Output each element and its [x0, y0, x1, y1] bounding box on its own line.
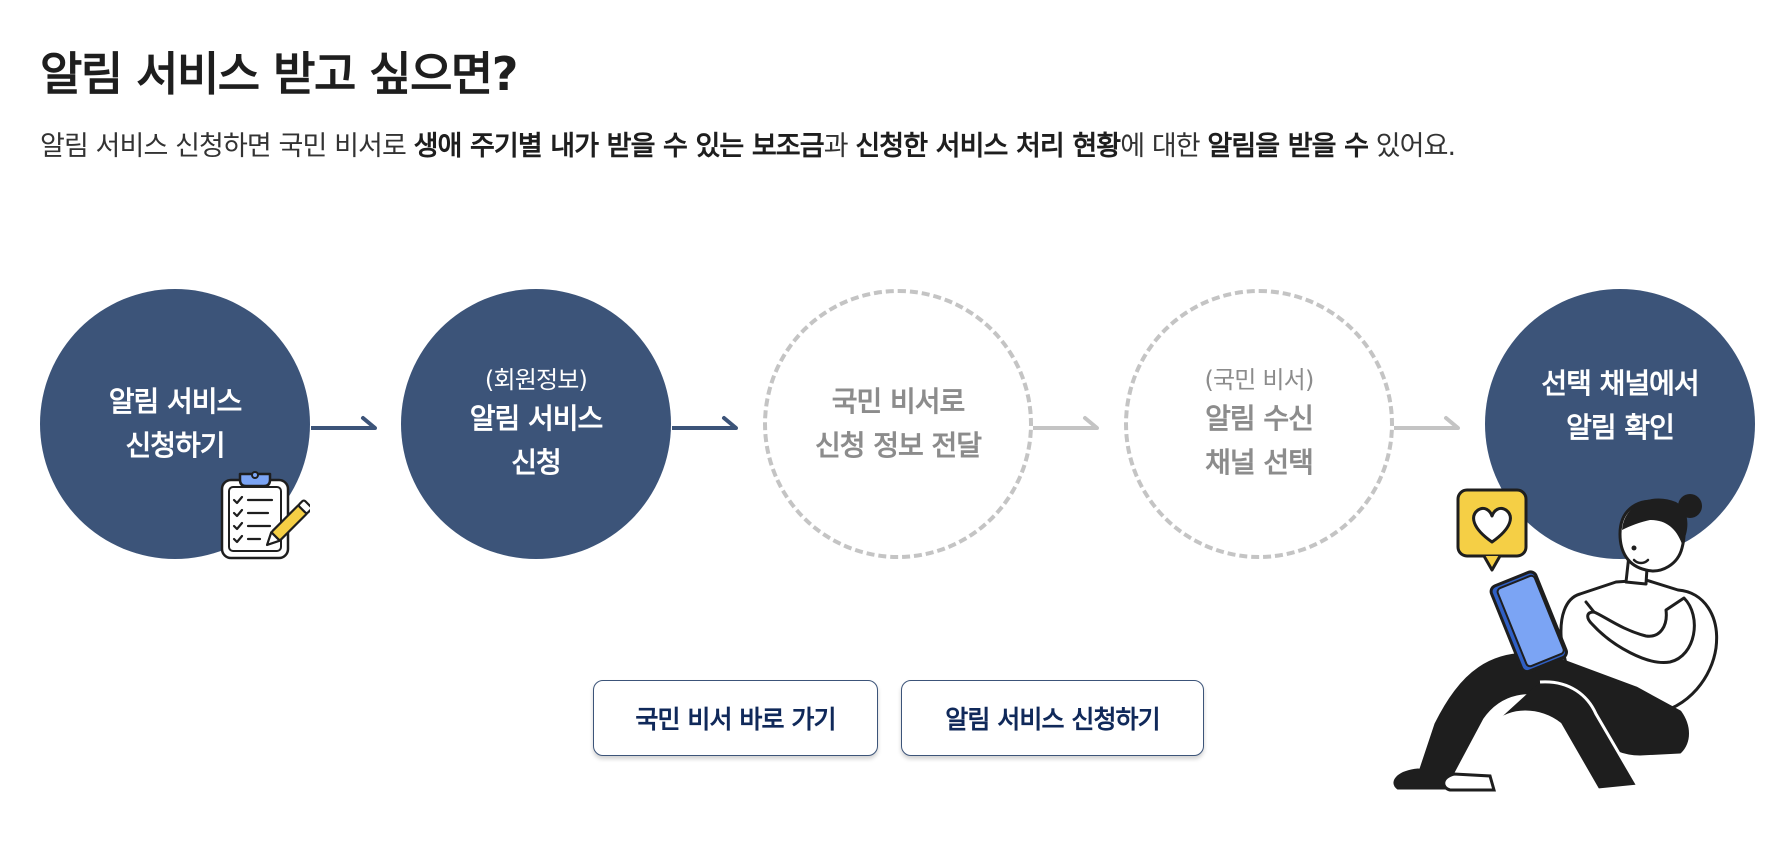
step-2-sublabel: (회원정보): [484, 366, 588, 394]
go-to-national-secretary-button[interactable]: 국민 비서 바로 가기: [593, 680, 878, 756]
step-5-check-alert: 선택 채널에서 알림 확인: [1485, 289, 1755, 559]
step-1-apply-alert: 알림 서비스 신청하기: [40, 289, 310, 559]
intro-text-part: 과: [823, 131, 856, 162]
step-4-sublabel: (국민 비서): [1204, 366, 1314, 394]
step-4-label: 알림 수신 채널 선택: [1205, 402, 1314, 479]
arrow-right-icon: [1394, 416, 1460, 430]
step-4-select-channel: (국민 비서) 알림 수신 채널 선택: [1124, 289, 1394, 559]
intro-text-part: 에 대한: [1120, 131, 1208, 162]
step-2-label: 알림 서비스 신청: [469, 402, 604, 479]
page-title: 알림 서비스 받고 싶으면?: [40, 47, 518, 101]
intro-text-part: 알림 서비스 신청하면 국민 비서로: [40, 131, 414, 162]
step-3-transfer-info: 국민 비서로 신청 정보 전달: [763, 289, 1033, 559]
intro-highlight-subsidy: 생애 주기별 내가 받을 수 있는 보조금: [413, 131, 825, 162]
arrow-right-icon: [672, 416, 738, 430]
apply-alert-service-button[interactable]: 알림 서비스 신청하기: [901, 680, 1204, 756]
step-1-label: 알림 서비스 신청하기: [108, 385, 243, 462]
intro-text: 알림 서비스 신청하면 국민 비서로 생애 주기별 내가 받을 수 있는 보조금…: [40, 124, 1456, 163]
step-2-member-apply: (회원정보) 알림 서비스 신청: [401, 289, 671, 559]
step-3-label: 국민 비서로 신청 정보 전달: [814, 385, 982, 462]
clipboard-checklist-icon: [220, 471, 310, 560]
step-5-label: 선택 채널에서 알림 확인: [1541, 367, 1699, 444]
intro-highlight-status: 신청한 서비스 처리 현황: [855, 131, 1121, 162]
arrow-right-icon: [311, 416, 377, 430]
arrow-right-icon: [1033, 416, 1099, 430]
person-with-tablet-illustration: [1393, 488, 1719, 792]
intro-highlight-alert: 알림을 받을 수: [1207, 131, 1369, 162]
intro-text-part: 있어요.: [1368, 131, 1456, 162]
